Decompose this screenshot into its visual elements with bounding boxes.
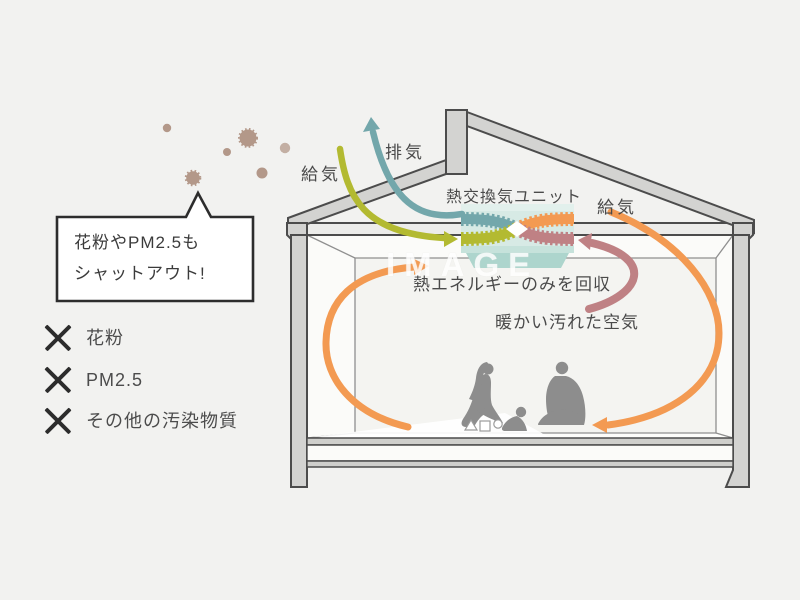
floor-band-bottom [306, 460, 734, 468]
blocked-item-other-pollutants: その他の汚染物質 [44, 407, 238, 435]
label-supply-left: 給気 [301, 165, 341, 184]
pollen-dot [256, 167, 268, 179]
pollen-dot-spiky [184, 169, 202, 187]
arrowhead-exhaust [363, 117, 380, 132]
arrow-room-circulation [322, 263, 418, 431]
label-supply-right: 給気 [597, 198, 637, 217]
arrow-return-air [585, 239, 639, 313]
pollen-dot-spiky [238, 128, 258, 148]
blocked-item-pm25: PM2.5 [44, 366, 143, 394]
pollen-spiky-dots [184, 128, 258, 187]
label-warm-dirty-air: 暖かい汚れた空気 [495, 313, 639, 332]
wall-right [724, 234, 750, 488]
family-silhouette [461, 361, 586, 431]
label-heat-exchange-unit: 熱交換気ユニット [446, 189, 583, 206]
bubble-line-2: シャットアウト! [74, 264, 206, 283]
toy-cube [479, 420, 491, 432]
pollen-dot [162, 123, 172, 133]
speech-bubble-text: 花粉やPM2.5も シャットアウト! [74, 227, 244, 289]
unit-top-strip [461, 204, 574, 211]
toy-ball [493, 419, 503, 429]
pollen-particles-icon [162, 123, 291, 187]
floor-band-mid [306, 444, 734, 462]
label-exhaust: 排気 [385, 143, 425, 162]
pollen-dot [279, 142, 291, 154]
airflow-arrows [322, 117, 723, 433]
pollen-dot [223, 148, 231, 156]
arrowhead-supply-left [444, 231, 458, 247]
roof-ridge-post [445, 109, 468, 175]
label-heat-recovery: 熱エネルギーのみを回収 [413, 275, 611, 294]
x-icon [44, 407, 72, 435]
blocked-item-pollen: 花粉 [44, 324, 124, 352]
man-head [555, 361, 569, 375]
man-legs [538, 409, 583, 425]
x-icon [44, 324, 72, 352]
baby-body [501, 416, 527, 431]
heat-exchange-unit [460, 204, 575, 268]
woman-arm [472, 401, 496, 420]
speech-bubble [55, 190, 255, 303]
blocked-item-label: その他の汚染物質 [86, 411, 238, 431]
wall-left [290, 234, 308, 488]
unit-base [466, 253, 569, 268]
blocked-item-label: PM2.5 [86, 370, 144, 390]
blocked-item-label: 花粉 [86, 328, 124, 348]
woman-hair [469, 362, 490, 401]
toy-triangle [463, 418, 479, 431]
unit-bottom-strip [461, 246, 574, 253]
floor-band-top [306, 437, 734, 446]
baby-head [515, 406, 527, 418]
toy-blocks-icon [463, 418, 503, 432]
arrow-supply-right [604, 208, 723, 429]
bubble-line-1: 花粉やPM2.5も [74, 233, 201, 252]
watermark: IMAGE [386, 246, 540, 283]
unit-ribbons [460, 212, 575, 246]
arrowhead-return-air [578, 233, 592, 250]
arrowhead-supply-right [592, 417, 607, 433]
arrow-exhaust [369, 128, 466, 219]
arrowhead-room-circulation [414, 259, 429, 275]
ribbon-cross-diamond [506, 221, 528, 237]
arrow-supply-left [336, 145, 448, 242]
x-icon [44, 366, 72, 394]
